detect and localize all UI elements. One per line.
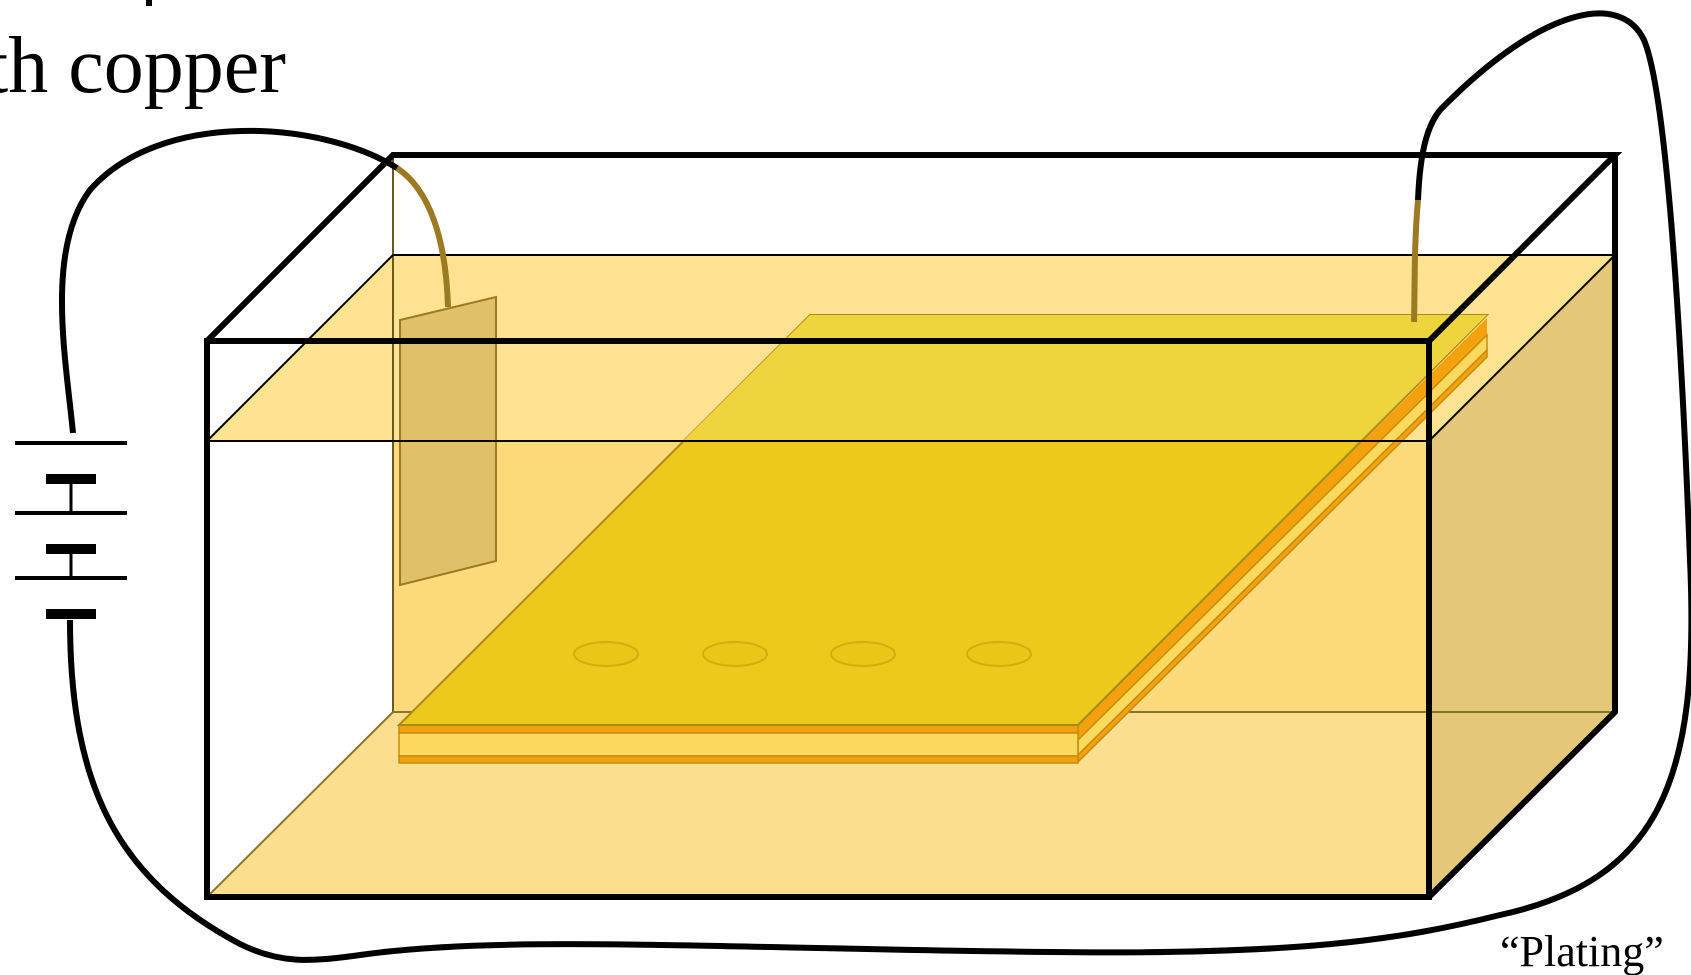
solution-right-face [1429, 255, 1615, 897]
wire-board-to-loop [67, 10, 1691, 963]
board-lead-wire [1411, 199, 1421, 323]
board-front-bottom-copper [398, 755, 1079, 764]
tank-top-back-edges [204, 152, 1623, 344]
board-hole [573, 641, 639, 667]
board-top-above-liquid [683, 315, 1487, 441]
board-front-top-copper [398, 724, 1079, 734]
liquid-line-left [206, 254, 394, 442]
wire-battery-to-anode [58, 127, 399, 434]
anode-lead-wire [395, 165, 451, 308]
board-front-core [398, 732, 1079, 757]
copper-label: th copper [0, 22, 286, 110]
tank-front-face [204, 338, 1432, 900]
cropped-text-remnant [146, 0, 152, 6]
board-hole [702, 641, 768, 667]
battery [15, 441, 127, 619]
board-hole [966, 641, 1032, 667]
board-hole [830, 641, 896, 667]
tank-bottom-left-edge [206, 711, 394, 898]
board-right-edge [1077, 318, 1487, 740]
plating-label: “Plating” [1500, 927, 1664, 975]
tank-outline [204, 152, 1623, 900]
liquid-line-right [1428, 254, 1616, 442]
tank-right-edges [1426, 155, 1618, 900]
